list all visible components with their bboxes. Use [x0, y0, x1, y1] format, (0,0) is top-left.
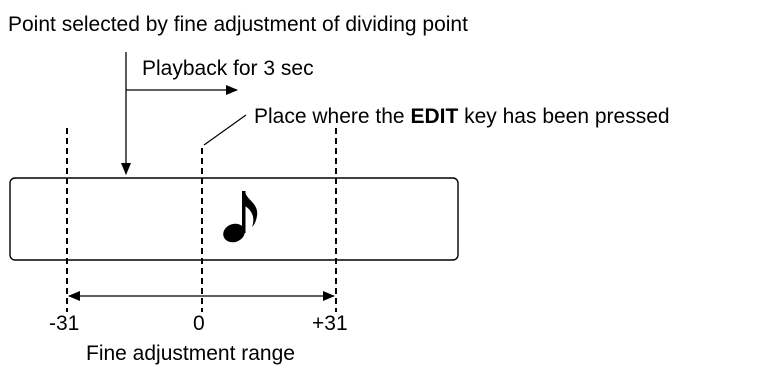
- selected-point-label: Point selected by fine adjustment of div…: [8, 13, 468, 36]
- edit-label-suffix: key has been pressed: [458, 105, 670, 128]
- tick-label-minus31: -31: [49, 312, 80, 335]
- music-note-icon: [223, 191, 258, 243]
- tick-label-plus31: +31: [312, 312, 348, 335]
- edit-key-name: EDIT: [410, 105, 459, 128]
- edit-label-prefix: Place where the: [254, 105, 411, 128]
- edit-leader-line: [203, 114, 247, 146]
- track-box: [9, 177, 459, 261]
- playback-label: Playback for 3 sec: [142, 57, 314, 80]
- fine-adjustment-range-label: Fine adjustment range: [86, 342, 295, 365]
- edit-key-label: Place where the EDIT key has been presse…: [254, 105, 670, 129]
- tick-label-zero: 0: [193, 312, 205, 335]
